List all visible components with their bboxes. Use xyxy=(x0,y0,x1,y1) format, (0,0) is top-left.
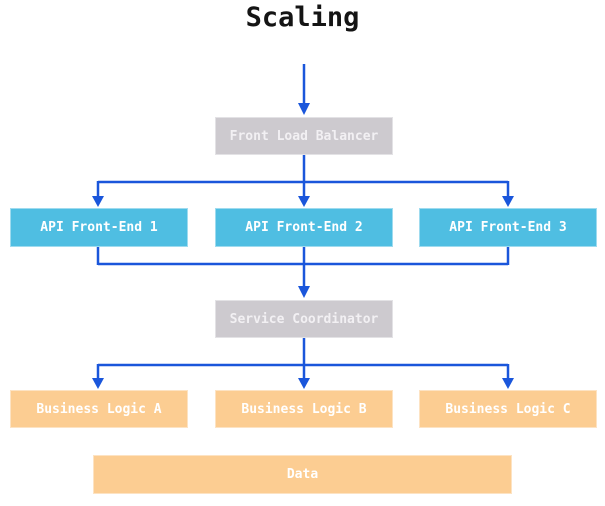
arrowhead-icon xyxy=(502,378,514,389)
edge-service-coordinator-to-business-logic xyxy=(92,338,514,389)
arrowhead-icon xyxy=(502,196,514,207)
edge-top-to-front-load-balancer xyxy=(298,64,310,115)
node-business-logic-a: Business Logic A xyxy=(10,390,188,428)
node-service-coordinator: Service Coordinator xyxy=(215,300,393,338)
edge-front-load-balancer-to-api-front-ends xyxy=(92,155,514,207)
edge-api-front-ends-to-service-coordinator xyxy=(96,247,510,298)
node-api-front-end-2: API Front-End 2 xyxy=(215,208,393,247)
arrowhead-icon xyxy=(92,378,104,389)
arrowhead-icon xyxy=(298,286,310,298)
node-api-front-end-1: API Front-End 1 xyxy=(10,208,188,247)
node-front-load-balancer: Front Load Balancer xyxy=(215,117,393,155)
arrowhead-icon xyxy=(298,196,310,207)
node-data: Data xyxy=(93,455,512,494)
arrowhead-icon xyxy=(92,196,104,207)
node-business-logic-c: Business Logic C xyxy=(419,390,597,428)
arrowhead-icon xyxy=(298,103,310,115)
arrowhead-icon xyxy=(298,378,310,389)
diagram-title: Scaling xyxy=(245,2,360,33)
node-business-logic-b: Business Logic B xyxy=(215,390,393,428)
node-api-front-end-3: API Front-End 3 xyxy=(419,208,597,247)
